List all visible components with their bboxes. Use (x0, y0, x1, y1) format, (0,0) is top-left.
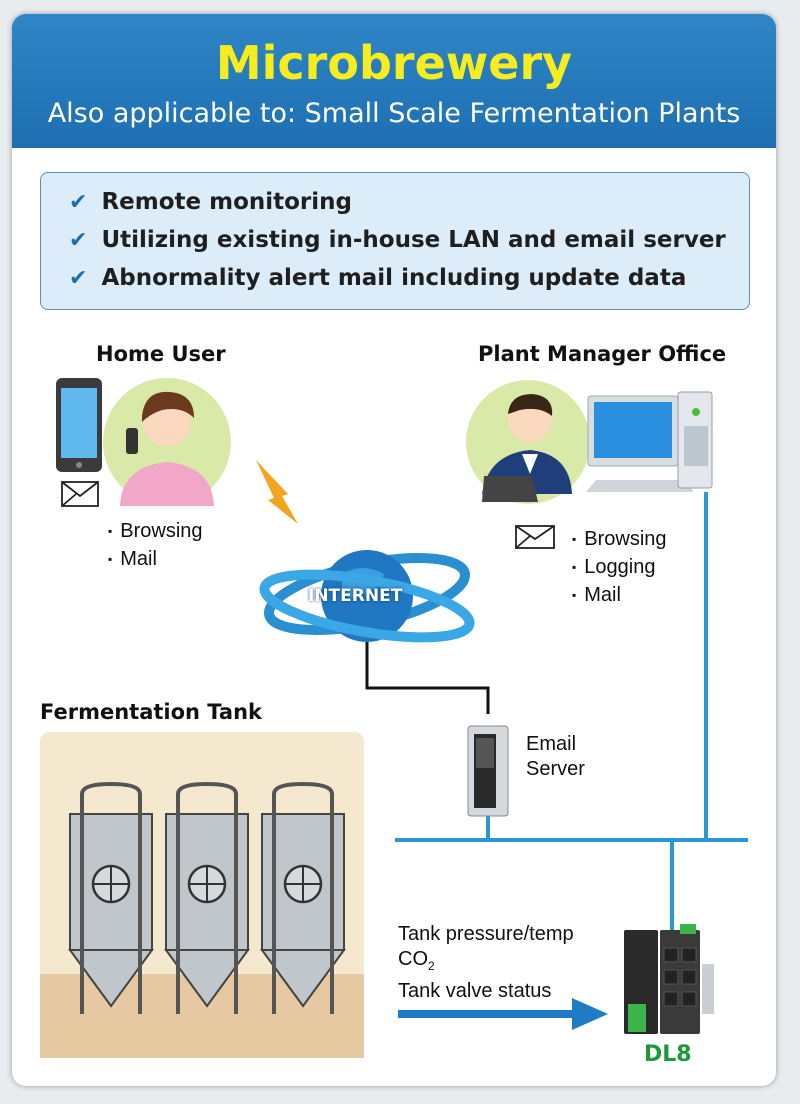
internet-label: INTERNET (308, 586, 403, 606)
network-diagram (40, 378, 748, 1058)
internet-globe-icon (259, 550, 475, 643)
list-item: Browsing (108, 518, 202, 546)
email-server-label: Email Server (526, 733, 585, 780)
list-item: Logging (572, 554, 667, 582)
dl8-device-icon (624, 924, 714, 1034)
smartphone-icon (56, 378, 102, 472)
device-label: DL8 (644, 1042, 692, 1067)
mail-icon (61, 481, 99, 507)
lan-lines (395, 492, 748, 932)
plant-manager-avatar (466, 380, 590, 504)
email-server-icon (467, 725, 509, 817)
lightning-icon (256, 460, 298, 524)
header-banner: Microbrewery Also applicable to: Small S… (12, 14, 776, 148)
mail-icon (515, 525, 555, 549)
plant-manager-label: Plant Manager Office (478, 342, 727, 366)
list-item: Browsing (572, 526, 666, 554)
signal-item: Tank valve status (398, 980, 552, 1002)
fermentation-tank-illustration (40, 732, 364, 1058)
signal-item: Tank pressure/temp (398, 923, 574, 945)
feature-item: ✔Utilizing existing in-house LAN and ema… (69, 227, 726, 253)
signal-list: Tank pressure/temp CO2 Tank valve status (398, 922, 574, 1004)
infographic-card: Microbrewery Also applicable to: Small S… (12, 14, 776, 1086)
internet-link (365, 638, 490, 714)
home-user-avatar (103, 378, 231, 506)
home-user-label: Home User (96, 342, 226, 366)
plant-manager-capabilities: Browsing Logging Mail (572, 526, 667, 610)
check-icon: ✔ (69, 228, 88, 253)
page-subtitle: Also applicable to: Small Scale Fermenta… (47, 98, 741, 129)
feature-item: ✔Remote monitoring (69, 189, 353, 215)
feature-item: ✔Abnormality alert mail including update… (69, 265, 687, 291)
home-user-capabilities: Browsing Mail (108, 518, 203, 574)
signal-item: CO2 (398, 948, 435, 973)
page-title: Microbrewery (215, 36, 573, 90)
check-icon: ✔ (69, 266, 88, 291)
list-item: Mail (572, 582, 667, 610)
signal-arrow (398, 998, 608, 1030)
list-item: Mail (108, 546, 203, 574)
feature-box: ✔Remote monitoring ✔Utilizing existing i… (40, 172, 750, 310)
check-icon: ✔ (69, 190, 88, 215)
fermentation-tank-label: Fermentation Tank (40, 700, 263, 724)
desktop-computer-icon (586, 391, 713, 492)
